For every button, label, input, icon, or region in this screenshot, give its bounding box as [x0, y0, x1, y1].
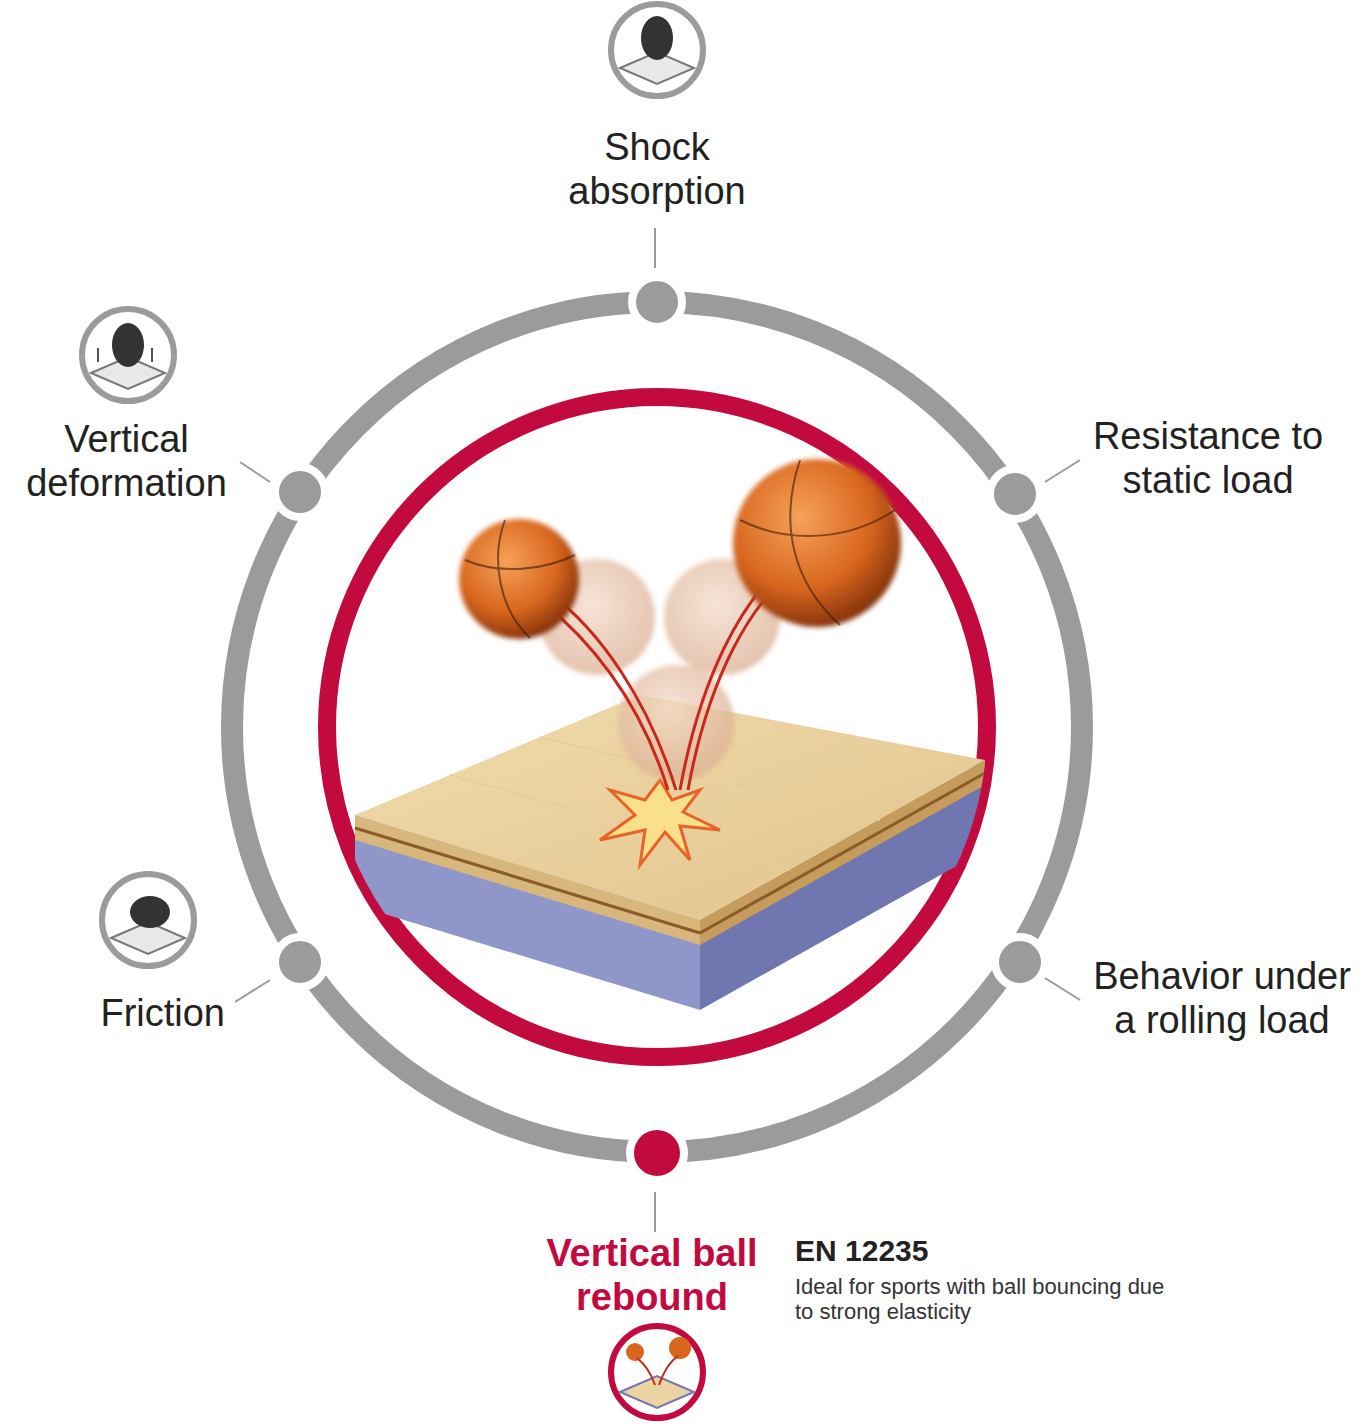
- dot-label: Friction: [60, 992, 225, 1036]
- dot-label: Shock absorption: [547, 126, 767, 213]
- ring-dots: [275, 277, 1045, 1180]
- icon-ball-rebound: [611, 1326, 703, 1418]
- floor-illustration: [355, 459, 985, 1010]
- active-dot-label: Vertical ball rebound: [528, 1232, 776, 1319]
- icon-vertical-deformation: [82, 309, 174, 401]
- inner-ring: [327, 397, 987, 1057]
- dot-label: Vertical deformation: [14, 418, 239, 505]
- outer-ring: [232, 302, 1082, 1152]
- description-note: Ideal for sports with ball bouncing due …: [795, 1274, 1167, 1325]
- icon-friction: [102, 874, 194, 966]
- standard-code: EN 12235: [795, 1234, 1095, 1269]
- dot-label: Behavior under a rolling load: [1082, 955, 1362, 1042]
- icon-shock-absorption: [611, 4, 703, 96]
- dot-label: Resistance to static load: [1082, 415, 1334, 502]
- leader-lines: [235, 228, 1080, 1232]
